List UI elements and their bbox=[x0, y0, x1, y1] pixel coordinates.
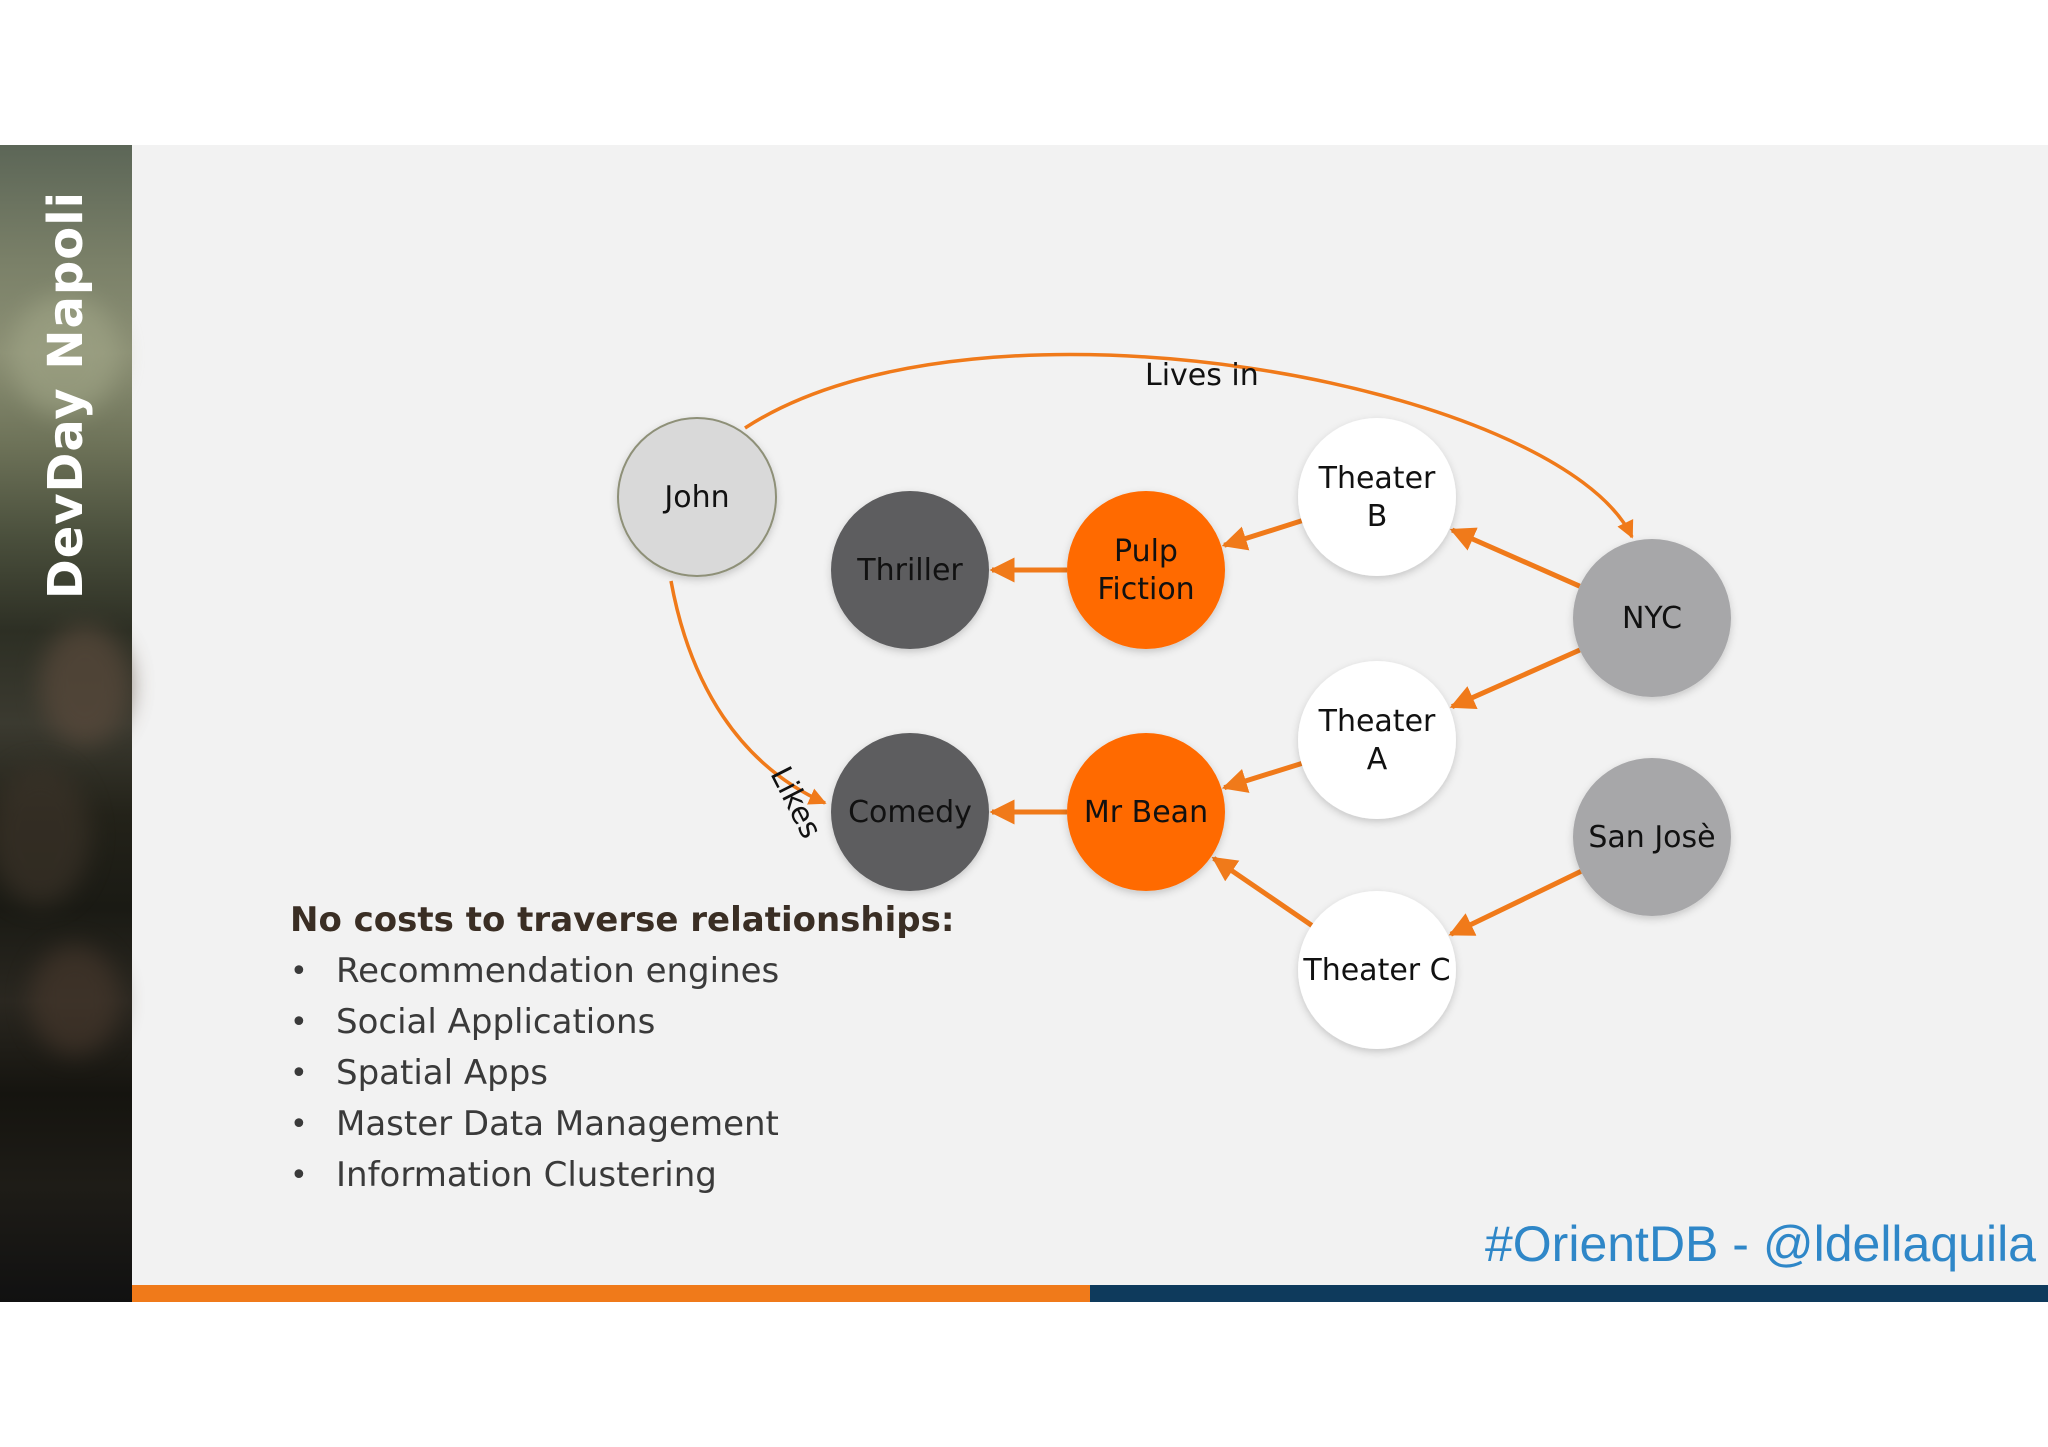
edge-john-comedy bbox=[669, 580, 827, 805]
node-circle bbox=[831, 491, 989, 649]
edge-theaterC-mrbean bbox=[1211, 856, 1314, 928]
edge-label-john-comedy: Likes bbox=[763, 761, 828, 844]
node-circle bbox=[617, 417, 777, 577]
node-label: Comedy bbox=[848, 795, 972, 830]
node-circle bbox=[1067, 733, 1225, 891]
bullet-list: No costs to traverse relationships: Reco… bbox=[290, 900, 954, 1201]
node-comedy: Comedy bbox=[831, 733, 989, 891]
node-label: John bbox=[662, 480, 729, 515]
bullet-item: Recommendation engines bbox=[290, 946, 954, 997]
node-sanjose: San Josè bbox=[1573, 758, 1731, 916]
node-thriller: Thriller bbox=[831, 491, 989, 649]
edges-layer bbox=[669, 352, 1634, 937]
bullet-item: Master Data Management bbox=[290, 1099, 954, 1150]
node-circle bbox=[1298, 891, 1456, 1049]
node-circle bbox=[1573, 539, 1731, 697]
footer-bar-navy bbox=[1090, 1285, 2048, 1302]
footer-bar-orange bbox=[132, 1285, 1090, 1302]
node-label: NYC bbox=[1622, 601, 1682, 636]
node-circle bbox=[1298, 418, 1456, 576]
node-circle bbox=[831, 733, 989, 891]
bullet-item: Information Clustering bbox=[290, 1150, 954, 1201]
edge-nyc-theaterA bbox=[1449, 647, 1581, 710]
node-circle bbox=[1298, 661, 1456, 819]
node-mrbean: Mr Bean bbox=[1067, 733, 1225, 891]
node-label: Thriller bbox=[856, 553, 963, 588]
node-label: Theater C bbox=[1302, 953, 1450, 988]
node-theaterC: Theater C bbox=[1298, 891, 1456, 1049]
node-label: Mr Bean bbox=[1084, 795, 1208, 830]
edge-label-john-nyc: Lives in bbox=[1145, 358, 1259, 393]
sidebar-photo: DevDay Napoli bbox=[0, 145, 132, 1302]
node-john: John bbox=[617, 417, 777, 577]
bullet-heading: No costs to traverse relationships: bbox=[290, 900, 955, 940]
node-label: San Josè bbox=[1588, 820, 1715, 855]
node-nyc: NYC bbox=[1573, 539, 1731, 697]
bullet-item: Social Applications bbox=[290, 997, 954, 1048]
node-circle bbox=[1573, 758, 1731, 916]
edge-sanjose-theaterC bbox=[1448, 869, 1582, 937]
node-circle bbox=[1067, 491, 1225, 649]
footer-hashtag: #OrientDB - @ldellaquila bbox=[1484, 1216, 2036, 1272]
edge-theaterB-pulp bbox=[1221, 518, 1303, 551]
edge-john-nyc bbox=[744, 352, 1634, 539]
edge-nyc-theaterB bbox=[1449, 527, 1581, 589]
edge-theaterA-mrbean bbox=[1221, 761, 1303, 793]
bullet-item: Spatial Apps bbox=[290, 1048, 954, 1099]
